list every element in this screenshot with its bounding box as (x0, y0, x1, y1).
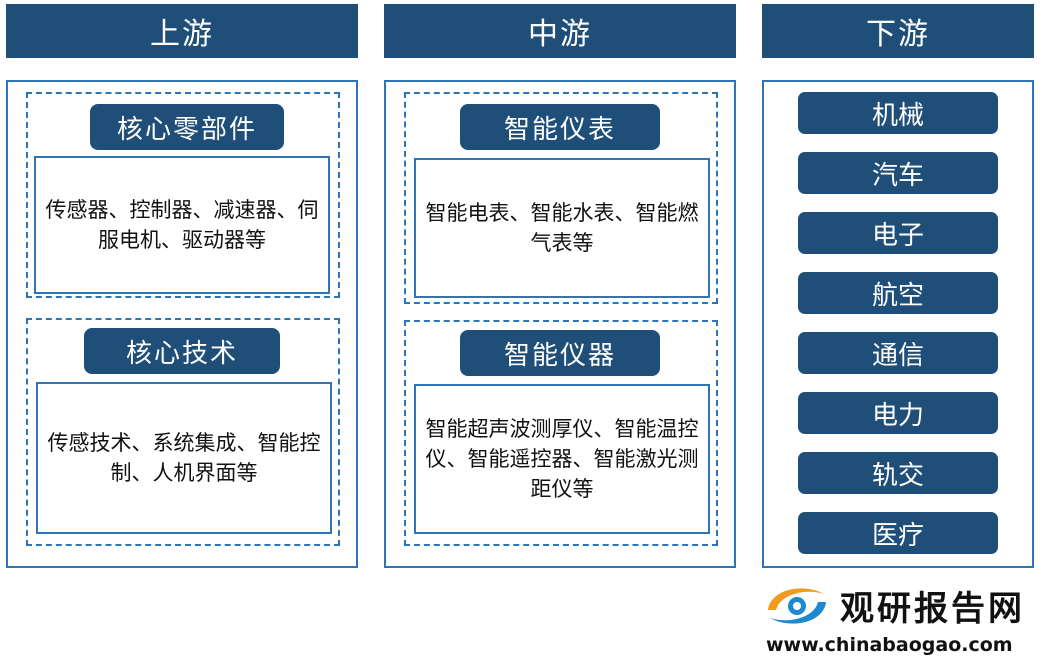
downstream-item: 电子 (798, 212, 998, 254)
smart-meters-title: 智能仪表 (460, 104, 660, 150)
downstream-header: 下游 (762, 4, 1034, 58)
brand-name: 观研报告网 (840, 589, 1025, 629)
downstream-item: 汽车 (798, 152, 998, 194)
core-technology-text: 传感技术、系统集成、智能控制、人机界面等 (36, 382, 332, 534)
downstream-item: 机械 (798, 92, 998, 134)
brand-url: www.chinabaogao.com (766, 634, 1013, 656)
smart-instruments-text: 智能超声波测厚仪、智能温控仪、智能遥控器、智能激光测距仪等 (414, 384, 710, 534)
upstream-header: 上游 (6, 4, 358, 58)
brand-logo-icon (762, 580, 832, 630)
downstream-item: 电力 (798, 392, 998, 434)
core-components-title: 核心零部件 (90, 104, 284, 150)
smart-instruments-title: 智能仪器 (460, 330, 660, 376)
core-technology-group: 核心技术 传感技术、系统集成、智能控制、人机界面等 (26, 318, 340, 546)
smart-instruments-group: 智能仪器 智能超声波测厚仪、智能温控仪、智能遥控器、智能激光测距仪等 (404, 320, 718, 546)
downstream-item: 通信 (798, 332, 998, 374)
upstream-panel: 核心零部件 传感器、控制器、减速器、伺服电机、驱动器等 核心技术 传感技术、系统… (6, 80, 358, 568)
downstream-item: 医疗 (798, 512, 998, 554)
core-technology-title: 核心技术 (84, 328, 280, 374)
downstream-panel (762, 80, 1034, 568)
midstream-panel: 智能仪表 智能电表、智能水表、智能燃气表等 智能仪器 智能超声波测厚仪、智能温控… (384, 80, 736, 568)
core-components-text: 传感器、控制器、减速器、伺服电机、驱动器等 (34, 156, 330, 294)
downstream-item: 轨交 (798, 452, 998, 494)
midstream-header: 中游 (384, 4, 736, 58)
downstream-item: 航空 (798, 272, 998, 314)
smart-meters-text: 智能电表、智能水表、智能燃气表等 (414, 158, 710, 298)
core-components-group: 核心零部件 传感器、控制器、减速器、伺服电机、驱动器等 (26, 92, 340, 298)
smart-meters-group: 智能仪表 智能电表、智能水表、智能燃气表等 (404, 92, 718, 304)
